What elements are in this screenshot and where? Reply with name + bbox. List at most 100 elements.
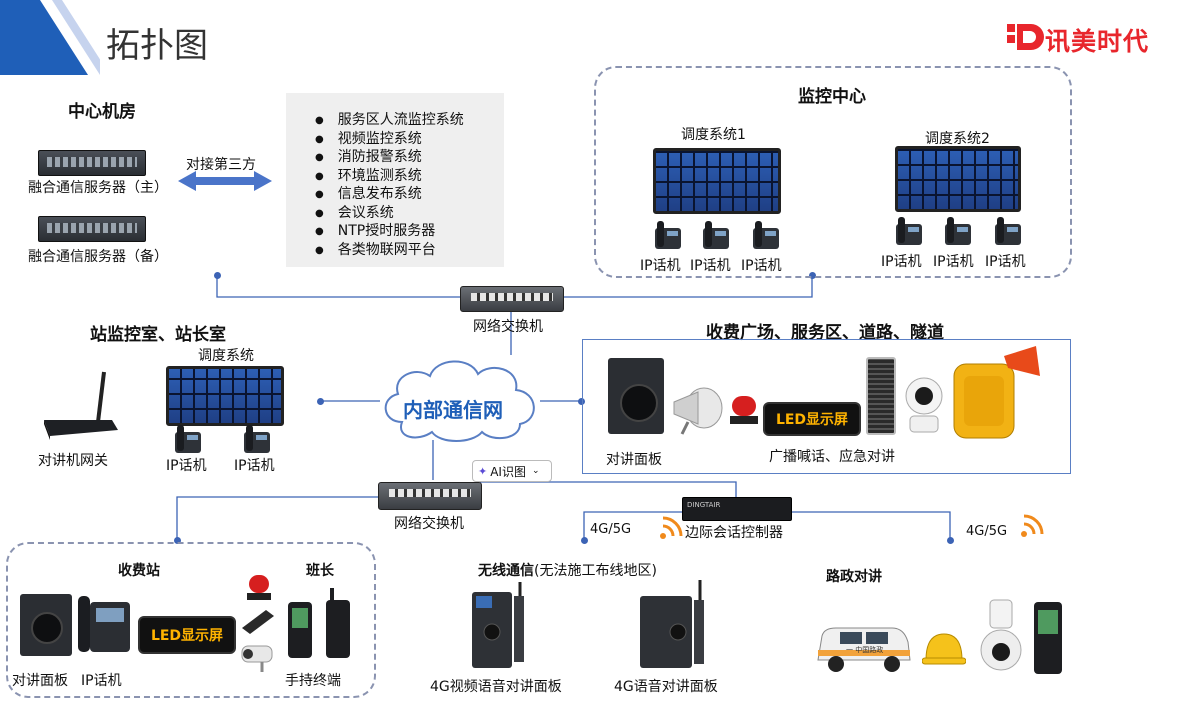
edge-controller-label: 边际会话控制器 (685, 525, 783, 541)
wireless-title-main: 无线通信 (478, 563, 534, 579)
edge-controller-device: DINGTAIR (682, 497, 792, 521)
toll-station-area (6, 542, 376, 698)
ip-phone-icon (655, 221, 681, 249)
leader-title: 班长 (306, 563, 334, 579)
third-party-systems-box: 服务区人流监控系统 视频监控系统 消防报警系统 环境监测系统 信息发布系统 会议… (286, 93, 504, 267)
station-room-title: 站监控室、站长室 (90, 325, 226, 345)
ip-phone-icon (753, 221, 779, 249)
desk-ip-phone-icon (78, 596, 130, 652)
ip-phone-icon (175, 425, 201, 453)
network-label: 内部通信网 (403, 398, 503, 422)
ip-phone-label: IP话机 (741, 258, 782, 274)
foot-switch-icon (242, 610, 274, 634)
4g-voice-intercom-icon (640, 580, 704, 668)
station-led-display: LED显示屏 (138, 616, 236, 654)
4g-voice-intercom-label: 4G语音对讲面板 (614, 679, 718, 695)
system-item: 消防报警系统 (315, 149, 504, 168)
station-dispatch-label: 调度系统 (198, 348, 254, 364)
road-intercom-title: 路政对讲 (826, 569, 882, 585)
alarm-light-icon (247, 575, 271, 600)
brand-logo-icon (1007, 24, 1044, 50)
camera-icon (905, 377, 943, 433)
page-title: 拓扑图 (106, 26, 208, 66)
top-network-switch (460, 286, 564, 312)
monitor-center-area (594, 66, 1072, 278)
ip-phone-label: IP话机 (881, 254, 922, 270)
led-display: LED显示屏 (763, 402, 861, 436)
bottom-network-switch (378, 482, 482, 510)
top-switch-label: 网络交换机 (473, 319, 543, 335)
node-dot (214, 272, 221, 279)
monitor-center-title: 监控中心 (798, 87, 866, 107)
node-dot (581, 537, 588, 544)
station-phone-label: IP话机 (81, 673, 122, 689)
node-dot (578, 398, 585, 405)
bullet-camera-icon (241, 645, 273, 672)
station-dispatch-screen (166, 366, 284, 426)
ip-phone-icon (244, 425, 270, 453)
wireless-title: 无线通信(无法施工布线地区) (478, 560, 657, 580)
third-party-link-label: 对接第三方 (186, 157, 256, 173)
brand-logo-text: 讯美时代 (1045, 27, 1150, 56)
bottom-switch-label: 网络交换机 (394, 516, 464, 532)
van-text: 一 中国路政 (846, 646, 884, 654)
system-item: 会议系统 (315, 205, 504, 224)
server-main-label: 融合通信服务器（主） (28, 180, 168, 196)
ai-sparkle-icon: ✦ (478, 464, 488, 478)
right-4g-label: 4G/5G (966, 524, 1008, 539)
handheld-label: 手持终端 (285, 673, 341, 689)
server-main-device (38, 150, 146, 176)
ip-phone-icon (945, 217, 971, 245)
ip-phone-label: IP话机 (690, 258, 731, 274)
header-stripes (0, 0, 100, 75)
broadcast-label: 广播喊话、应急对讲 (769, 449, 895, 465)
dispatch1-screen (653, 148, 781, 214)
4g-video-intercom-icon (472, 582, 524, 668)
dispatch1-label: 调度系统1 (681, 127, 746, 143)
system-item: 信息发布系统 (315, 186, 504, 205)
wifi-signal-icon (1021, 514, 1044, 537)
walkie-gateway-icon (44, 371, 118, 440)
node-dot (947, 537, 954, 544)
network-cloud-icon (384, 360, 535, 442)
system-item: 各类物联网平台 (315, 242, 504, 261)
safety-helmet-icon (922, 633, 966, 665)
toll-plaza-title: 收费广场、服务区、道路、隧道 (706, 323, 944, 343)
ip-phone-icon (896, 217, 922, 245)
ai-recognize-button[interactable]: ✦ AI识图 ⌄ (472, 460, 552, 482)
station-intercom-panel (20, 594, 72, 656)
node-dot (809, 272, 816, 279)
node-dot (174, 537, 181, 544)
intercom-panel-label: 对讲面板 (606, 452, 662, 468)
dispatch2-label: 调度系统2 (925, 131, 990, 147)
horn-speaker-icon (673, 387, 723, 435)
server-backup-device (38, 216, 146, 242)
ip-phone-label: IP话机 (640, 258, 681, 274)
patrol-van-icon (817, 627, 911, 672)
dispatch2-screen (895, 146, 1021, 212)
toll-plaza-area (582, 339, 1071, 474)
station-intercom-label: 对讲面板 (12, 673, 68, 689)
system-item: 服务区人流监控系统 (315, 112, 504, 131)
emergency-phone-box-icon (953, 346, 1040, 439)
ip-phone-label: IP话机 (933, 254, 974, 270)
edge-controller-brand: DINGTAIR (687, 501, 721, 509)
ip-phone-icon (995, 217, 1021, 245)
ip-phone-label: IP话机 (166, 458, 207, 474)
wireless-subtitle: (无法施工布线地区) (534, 563, 657, 579)
gateway-label: 对讲机网关 (38, 453, 108, 469)
4g-video-intercom-label: 4G视频语音对讲面板 (430, 679, 562, 695)
ip-phone-icon (703, 221, 729, 249)
toll-station-title: 收费站 (118, 563, 160, 579)
center-room-title: 中心机房 (68, 102, 136, 122)
ip-phone-label: IP话机 (234, 458, 275, 474)
system-item: 视频监控系统 (315, 131, 504, 150)
ai-button-label: AI识图 (490, 464, 526, 479)
handheld-terminal-icon (288, 588, 350, 658)
chevron-down-icon: ⌄ (531, 466, 540, 476)
alarm-light-icon (730, 396, 758, 424)
left-4g-label: 4G/5G (590, 522, 632, 537)
server-backup-label: 融合通信服务器（备） (28, 249, 168, 265)
column-speaker (866, 357, 896, 435)
